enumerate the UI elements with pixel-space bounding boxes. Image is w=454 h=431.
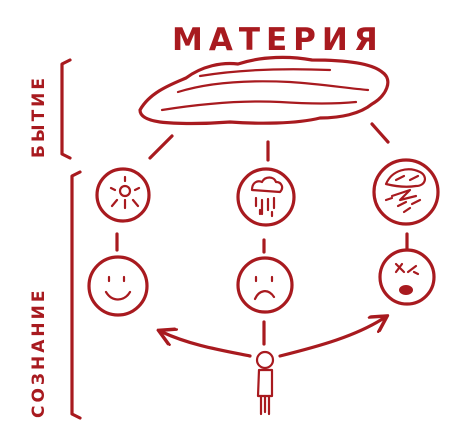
arrow-person-to-happy <box>162 332 252 358</box>
consciousness-bracket <box>70 170 82 420</box>
diagram-title: МАТЕРИЯ <box>172 22 384 58</box>
link-cloud-sun <box>148 134 174 160</box>
rain-cloud-icon <box>236 167 296 227</box>
sad-face-icon <box>236 256 294 314</box>
consciousness-label: СОЗНАНИЕ <box>29 288 49 418</box>
link-cloud-storm <box>370 122 390 144</box>
angry-face-icon <box>378 248 436 306</box>
matter-cloud-icon <box>138 55 390 126</box>
happy-face-icon <box>87 255 149 317</box>
sun-icon <box>95 167 151 223</box>
person-icon <box>255 350 275 416</box>
being-bracket <box>60 58 72 160</box>
being-label: БЫТИЕ <box>29 75 49 158</box>
storm-icon <box>372 158 440 226</box>
arrow-person-to-angry <box>278 318 384 358</box>
